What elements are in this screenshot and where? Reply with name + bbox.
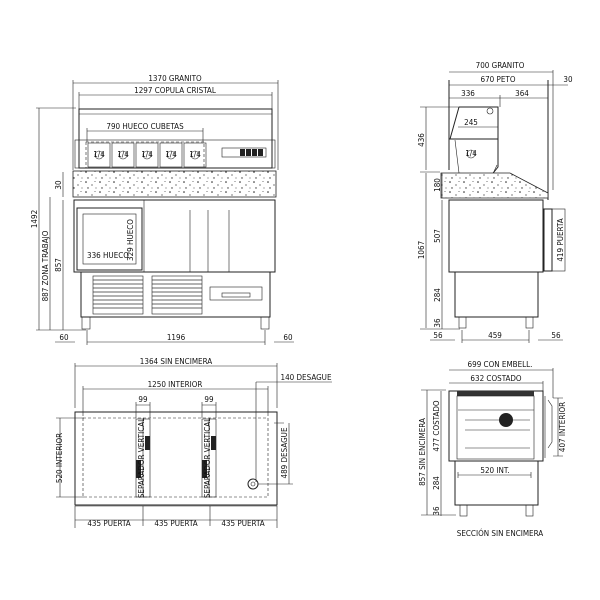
foot bbox=[81, 316, 91, 330]
dim-cabinet-height: 507 bbox=[433, 229, 442, 243]
foot bbox=[260, 316, 270, 330]
dim-interior-height: 407 INTERIOR bbox=[558, 402, 567, 452]
dim-foot-offset-right: 56 bbox=[551, 331, 561, 340]
front-view: 1/4 1/4 1/4 1/4 1/4 1370 GRANITO 1297 CO… bbox=[30, 74, 294, 345]
foot bbox=[459, 504, 468, 517]
plan-outline bbox=[74, 411, 278, 506]
dim-total-height: 1492 bbox=[30, 210, 39, 228]
divider-right: SEPARADOR VERTICAL bbox=[201, 418, 217, 498]
foot bbox=[458, 316, 467, 329]
dim-granite-depth: 700 GRANITO bbox=[476, 61, 525, 70]
section-caption: SECCIÓN SIN ENCIMERA bbox=[457, 527, 543, 538]
pan-label: 1/4 bbox=[189, 150, 201, 159]
dim-backsplash: 670 PETO bbox=[481, 75, 516, 84]
dim-foot-height: 36 bbox=[432, 506, 441, 516]
glass-door bbox=[76, 207, 143, 271]
pan-label: 1/4 bbox=[117, 150, 129, 159]
dim-width-with-trim: 699 CON EMBELL. bbox=[468, 360, 533, 369]
dim-dome-height: 436 bbox=[417, 133, 426, 147]
divider-text: SEPARADOR VERTICAL bbox=[203, 418, 212, 498]
pan-label: 1/4 bbox=[165, 150, 177, 159]
dim-foot-offset-right: 60 bbox=[283, 333, 293, 342]
fan-icon bbox=[499, 413, 513, 427]
side-door bbox=[551, 208, 566, 272]
dim-foot-height: 36 bbox=[433, 318, 442, 328]
dim-door-3: 435 PUERTA bbox=[221, 519, 264, 528]
dim-interior-depth: 520 INTERIOR bbox=[55, 433, 64, 483]
dim-leg-height: 284 bbox=[432, 476, 441, 490]
dim-dome-depth: 245 bbox=[464, 118, 478, 127]
plan-view: SEPARADOR VERTICAL SEPARADOR VERTICAL 13… bbox=[55, 357, 332, 528]
pan-label: 1/4 bbox=[93, 150, 105, 159]
foot bbox=[525, 316, 534, 329]
dim-rear-part: 364 bbox=[515, 89, 529, 98]
dim-pan-opening: 790 HUECO CUBETAS bbox=[106, 122, 184, 131]
side-view: 1/4 245 419 PUERTA 700 GRANITO 670 PETO … bbox=[417, 61, 573, 343]
dim-door-height: 419 PUERTA bbox=[556, 218, 565, 261]
dim-body-height: 857 bbox=[54, 258, 63, 272]
dim-foot-offset-left: 60 bbox=[59, 333, 69, 342]
foot bbox=[525, 504, 534, 517]
granite-top bbox=[72, 170, 277, 198]
dim-opening-width: 336 HUECO bbox=[87, 251, 129, 260]
side-granite bbox=[440, 172, 549, 199]
side-cabinet bbox=[448, 199, 544, 273]
dim-divider-right: 99 bbox=[204, 395, 214, 404]
dim-interior-width: 1250 INTERIOR bbox=[148, 380, 203, 389]
dim-door-1: 435 PUERTA bbox=[87, 519, 130, 528]
dim-total-height: 1067 bbox=[417, 241, 426, 259]
dim-leg-height: 284 bbox=[433, 288, 442, 302]
dim-granite-height: 180 bbox=[433, 178, 442, 192]
section-body bbox=[448, 390, 544, 462]
dim-side-width: 632 COSTADO bbox=[470, 374, 522, 383]
dim-foot-offset-left: 56 bbox=[433, 331, 443, 340]
dim-granite-width: 1370 GRANITO bbox=[148, 74, 202, 83]
dim-side-height: 477 COSTADO bbox=[432, 400, 441, 452]
louvers bbox=[92, 275, 203, 315]
dim-drain-x: 140 DESAGUE bbox=[280, 373, 331, 382]
dim-foot-span: 1196 bbox=[167, 333, 186, 342]
dim-glass-dome: 1297 COPULA CRISTAL bbox=[134, 86, 216, 95]
drawer bbox=[209, 286, 263, 301]
cabinet-body bbox=[73, 199, 276, 273]
glass-dome bbox=[78, 108, 273, 169]
drain-icon bbox=[247, 478, 259, 490]
plan-interior bbox=[82, 417, 269, 498]
dim-granite-thickness: 30 bbox=[54, 180, 63, 190]
dim-front-part: 336 bbox=[461, 89, 475, 98]
pan-label: 1/4 bbox=[465, 149, 477, 158]
dim-door-2: 435 PUERTA bbox=[154, 519, 197, 528]
dim-width-no-top: 1364 SIN ENCIMERA bbox=[140, 357, 212, 366]
dim-overhang: 30 bbox=[563, 75, 573, 84]
dim-work-zone: 887 ZONA TRABAJO bbox=[41, 230, 50, 301]
dim-divider-left: 99 bbox=[138, 395, 148, 404]
dim-interior-depth: 520 INT. bbox=[480, 466, 509, 475]
pan-row: 1/4 1/4 1/4 1/4 1/4 bbox=[85, 141, 207, 169]
dim-opening-height: 329 HUECO bbox=[126, 219, 135, 261]
dim-foot-span: 459 bbox=[488, 331, 502, 340]
dim-height-no-top: 857 SIN ENCIMERA bbox=[418, 418, 427, 486]
divider-left: SEPARADOR VERTICAL bbox=[135, 418, 151, 498]
section-view: 699 CON EMBELL. 632 COSTADO 520 INT. 477… bbox=[418, 360, 567, 538]
divider-text: SEPARADOR VERTICAL bbox=[137, 418, 146, 498]
dim-drain-y: 489 DESAGUE bbox=[280, 427, 289, 478]
pan-label: 1/4 bbox=[141, 150, 153, 159]
